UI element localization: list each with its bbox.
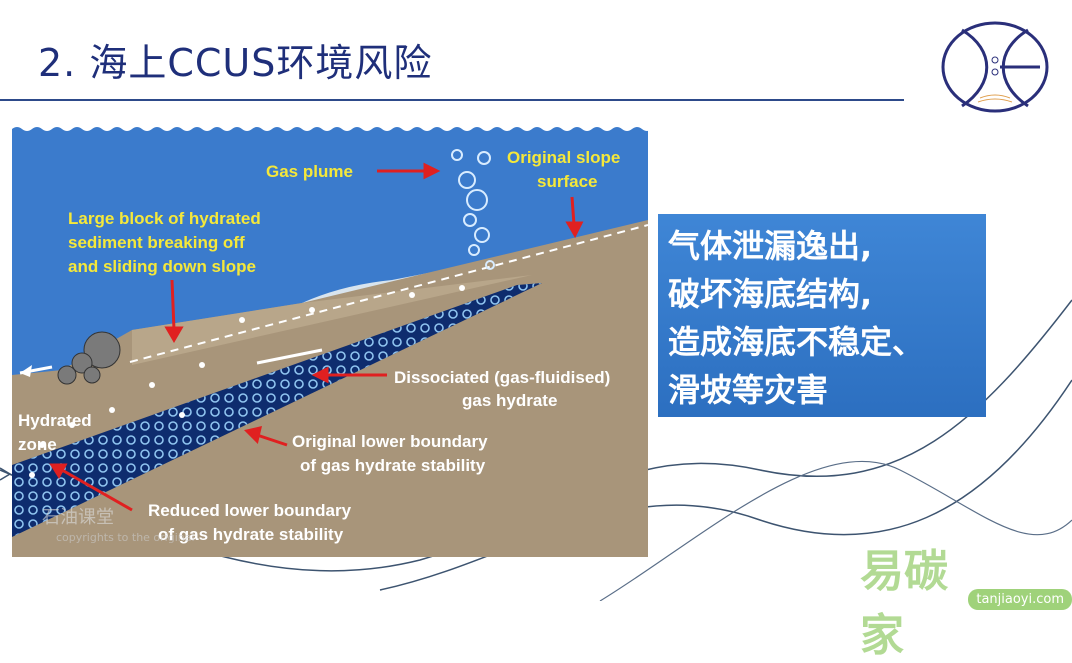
label-dissociated-2: gas hydrate: [462, 391, 557, 410]
label-large-block: Large block of hydrated: [68, 209, 261, 228]
sea-surface: [12, 125, 648, 131]
callout-line: 气体泄漏逸出,: [668, 227, 873, 265]
rubble: [57, 331, 121, 385]
label-large-block-2: sediment breaking off: [68, 233, 245, 252]
slumped-block: [132, 275, 532, 365]
original-slope-line: [129, 224, 648, 363]
label-original-slope: Original slope: [507, 148, 620, 167]
brand-url: tanjiaoyi.com: [968, 588, 1072, 610]
page-title: 2. 海上CCUS环境风险: [38, 41, 433, 85]
title-divider: [0, 99, 904, 101]
label-reduced-lower-boundary: Reduced lower boundary: [148, 501, 352, 520]
label-gas-plume: Gas plume: [266, 162, 353, 181]
label-dissociated: Dissociated (gas-fluidised): [394, 368, 610, 387]
callout-line: 破坏海底结构,: [668, 275, 873, 313]
label-large-block-3: and sliding down slope: [68, 257, 256, 276]
watermark: 石油课堂: [42, 507, 114, 528]
watermark-sub: copyrights to the original: [56, 531, 195, 544]
callout-box: 气体泄漏逸出, 破坏海底结构, 造成海底不稳定、 滑坡等灾害: [658, 214, 986, 417]
brand-name: 易碳家: [860, 546, 948, 661]
label-hydrated-zone-2: zone: [18, 435, 57, 454]
label-original-lower-boundary-2: of gas hydrate stability: [300, 456, 486, 475]
label-original-lower-boundary: Original lower boundary: [292, 432, 488, 451]
label-hydrated-zone: Hydrated: [18, 411, 92, 430]
climate-environment-logo: [941, 21, 1049, 113]
hydrate-slope-failure-diagram: Gas plume Original slope surface Large b…: [12, 125, 648, 557]
label-original-slope-2: surface: [537, 172, 597, 191]
callout-line: 滑坡等灾害: [668, 371, 829, 409]
brand-watermark: 易碳家 tanjiaoyi.com: [860, 535, 1072, 663]
label-reduced-lower-boundary-2: of gas hydrate stability: [158, 525, 344, 544]
callout-line: 造成海底不稳定、: [668, 323, 925, 361]
